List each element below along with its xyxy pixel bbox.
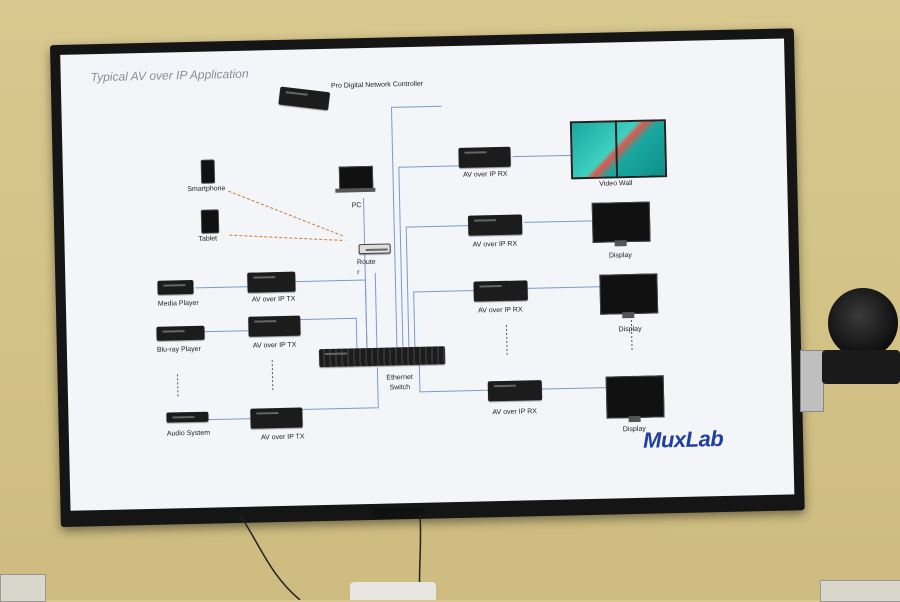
tablet-label: Tablet: [198, 235, 218, 243]
wire-router: [374, 272, 378, 348]
wire-tx2: [298, 317, 358, 349]
camera-mount: [800, 350, 824, 412]
wire-out3: [527, 286, 606, 289]
bluray-player-device: [156, 325, 205, 341]
tx-device-1: [247, 271, 296, 293]
wifi-link-tablet: [229, 234, 345, 242]
rx-device-1: [458, 146, 511, 168]
rx-device-3: [473, 280, 528, 302]
wire-tx1: [295, 279, 368, 349]
wire-tx3: [300, 367, 379, 411]
tv-screen: Typical AV over IP Application Pro Digit…: [60, 38, 795, 511]
rx-label-4: AV over IP RX: [492, 408, 537, 417]
muxlab-logo: MuxLab: [642, 425, 724, 453]
smartphone-label: Smartphone: [187, 185, 226, 194]
dots-display: [630, 320, 633, 351]
pc-label: PC: [351, 202, 362, 210]
display-3-stand: [628, 415, 641, 423]
rx-device-4: [487, 380, 543, 402]
rx-label-3: AV over IP RX: [478, 306, 523, 315]
switch-label: Ethernet Switch: [386, 373, 413, 392]
router-icon: [358, 243, 391, 255]
wire-controller: [390, 105, 442, 348]
wire-src2: [201, 330, 249, 333]
audio-system-device: [166, 411, 209, 423]
display-2-stand: [622, 311, 635, 319]
tx-label-2: AV over IP TX: [252, 341, 297, 350]
network-wiring: [176, 105, 633, 421]
television: Typical AV over IP Application Pro Digit…: [49, 28, 805, 528]
tv-bottom-tab: [372, 508, 424, 518]
display-label-2: Display: [618, 325, 642, 334]
smartphone-icon: [200, 159, 216, 184]
tx-label-3: AV over IP TX: [260, 433, 305, 442]
router-label: Route r: [356, 258, 376, 277]
dots-sources: [176, 374, 179, 399]
rx-device-2: [467, 214, 523, 236]
wall-outlet-right: [820, 580, 900, 602]
wire-out4: [537, 387, 608, 390]
display-2: [599, 273, 659, 315]
rx-label-2: AV over IP RX: [472, 240, 518, 249]
source-label-media-player: Media Player: [157, 299, 199, 308]
display-3: [605, 375, 665, 419]
display-label-1: Display: [608, 251, 632, 260]
dots-rx: [505, 324, 508, 355]
ptz-camera: [822, 288, 900, 398]
wall-outlet: [0, 574, 46, 602]
ethernet-switch-device: [318, 346, 446, 368]
laptop-icon: [338, 165, 374, 191]
camera-base: [822, 350, 900, 384]
wire-rx3: [413, 290, 476, 347]
wire-out1: [512, 154, 573, 158]
wire-src3: [208, 418, 251, 421]
tablet-icon: [200, 209, 220, 234]
tx-device-3: [250, 407, 303, 429]
display-1: [591, 201, 651, 243]
wire-src1: [195, 286, 248, 289]
wifi-link-phone: [228, 190, 345, 237]
rx-label-1: AV over IP RX: [462, 170, 508, 179]
wire-rx2: [405, 225, 470, 348]
tx-label-1: AV over IP TX: [251, 295, 296, 304]
camera-head: [828, 288, 898, 358]
tx-device-2: [248, 315, 301, 337]
source-label-bluray: Blu-ray Player: [156, 345, 201, 354]
video-wall-image: [569, 119, 668, 180]
source-label-audio: Audio System: [166, 429, 211, 438]
power-strip: [350, 582, 436, 600]
dots-tx: [271, 360, 274, 391]
media-player-device: [157, 279, 194, 295]
video-wall-label: Video Wall: [599, 179, 633, 188]
wire-out2: [524, 220, 595, 223]
wire-rx1: [398, 165, 463, 348]
display-1-stand: [614, 240, 627, 247]
